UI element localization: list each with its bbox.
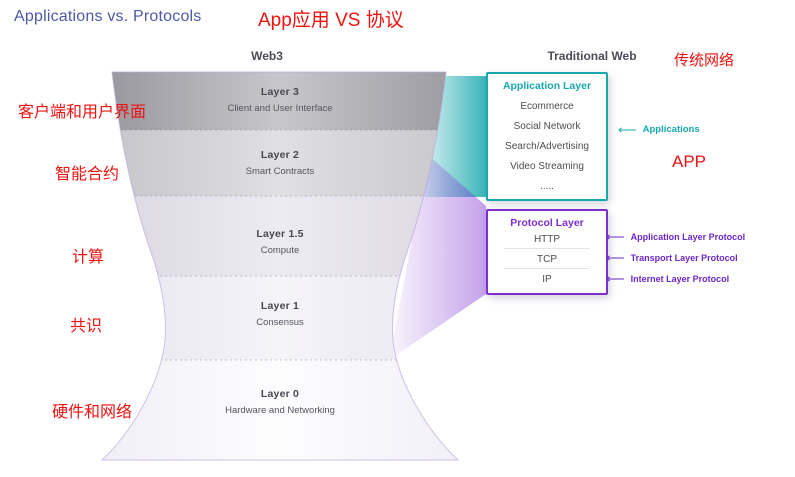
internet-protocol-arrow-row: ⟵ Internet Layer Protocol xyxy=(606,272,729,285)
layer-3-desc: Client and User Interface xyxy=(227,103,333,114)
application-item: Social Network xyxy=(513,121,581,132)
layer-1-desc: Consensus xyxy=(256,317,304,328)
annotation-app-vs-protocol: App应用 VS 协议 xyxy=(258,10,404,31)
traditional-web-heading: Traditional Web xyxy=(547,49,637,63)
web3-heading: Web3 xyxy=(251,49,283,63)
layer-2-desc: Smart Contracts xyxy=(245,166,315,177)
page-title: Applications vs. Protocols xyxy=(14,8,202,25)
internet-protocol-arrow-label: Internet Layer Protocol xyxy=(630,273,730,284)
protocol-item: HTTP xyxy=(504,234,590,249)
annotation-consensus: 共识 xyxy=(70,318,103,335)
layer-0-desc: Hardware and Networking xyxy=(225,405,335,416)
transport-protocol-arrow-row: ⟵ Transport Layer Protocol xyxy=(606,251,738,264)
annotation-traditional-web: 传统网络 xyxy=(674,52,735,69)
layer-1-5: Layer 1.5 Compute xyxy=(130,228,430,256)
layer-2-name: Layer 2 xyxy=(260,149,300,161)
layer-2: Layer 2 Smart Contracts xyxy=(130,149,430,177)
protocol-layer-box: Protocol Layer HTTP TCP IP xyxy=(486,209,608,295)
hourglass-outline xyxy=(100,71,460,461)
layer-1: Layer 1 Consensus xyxy=(130,300,430,328)
annotation-smart-contracts: 智能合约 xyxy=(55,166,120,183)
application-layer-title: Application Layer xyxy=(502,80,592,92)
application-item: ..... xyxy=(540,181,554,192)
application-item: Ecommerce xyxy=(520,101,574,112)
purple-connector xyxy=(389,155,486,360)
layer-1-5-desc: Compute xyxy=(260,245,300,256)
layer-3-name: Layer 3 xyxy=(260,86,300,98)
application-protocol-arrow-row: ⟵ Application Layer Protocol xyxy=(606,230,745,243)
protocol-layer-title: Protocol Layer xyxy=(510,217,584,229)
applications-arrow-row: ⟵ Applications xyxy=(618,123,700,136)
annotation-client-ui: 客户端和用户界面 xyxy=(18,104,147,121)
application-item: Search/Advertising xyxy=(505,141,589,152)
annotation-compute: 计算 xyxy=(72,249,105,266)
application-layer-box: Application Layer Ecommerce Social Netwo… xyxy=(486,72,608,201)
left-arrow-icon: ⟵ xyxy=(606,271,625,286)
layer-1-5-name: Layer 1.5 xyxy=(256,228,304,240)
layer-1-name: Layer 1 xyxy=(260,300,300,312)
layer-0: Layer 0 Hardware and Networking xyxy=(130,388,430,416)
annotation-hardware-networking: 硬件和网络 xyxy=(52,404,133,421)
left-arrow-icon: ⟵ xyxy=(618,122,637,137)
protocol-item: TCP xyxy=(504,254,590,269)
layer-0-name: Layer 0 xyxy=(260,388,300,400)
application-item: Video Streaming xyxy=(510,161,584,172)
left-arrow-icon: ⟵ xyxy=(606,229,625,244)
applications-arrow-label: Applications xyxy=(642,124,700,135)
protocol-item: IP xyxy=(542,274,552,285)
left-arrow-icon: ⟵ xyxy=(606,250,625,265)
application-protocol-arrow-label: Application Layer Protocol xyxy=(630,231,746,242)
annotation-app: APP xyxy=(672,152,707,171)
transport-protocol-arrow-label: Transport Layer Protocol xyxy=(630,252,738,263)
layer-3: Layer 3 Client and User Interface xyxy=(130,86,430,114)
